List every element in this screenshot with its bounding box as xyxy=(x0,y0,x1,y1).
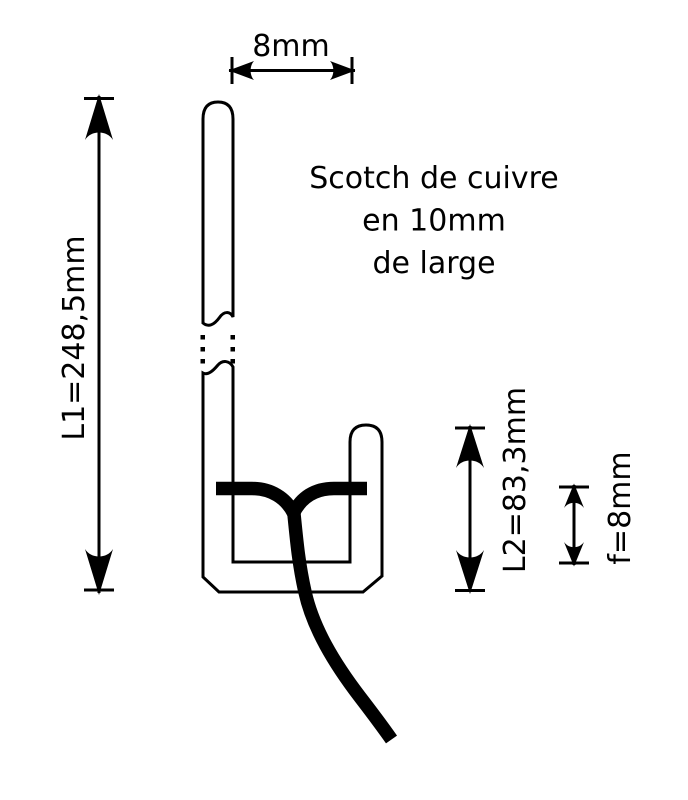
gap-dim-arrowheads xyxy=(228,61,356,80)
break-dot xyxy=(230,359,235,364)
cable-right-arm xyxy=(287,481,367,517)
dim-l2-label: L2=83,3mm xyxy=(498,387,533,573)
annotation-title: Scotch de cuivre en 10mm de large xyxy=(309,161,558,281)
title-line-2: en 10mm xyxy=(362,204,506,239)
arrowhead-right xyxy=(330,61,356,80)
break-dots xyxy=(200,335,235,364)
break-dot xyxy=(230,347,235,352)
break-dot xyxy=(200,335,205,340)
arrowhead-up xyxy=(564,483,584,508)
arrowhead-down xyxy=(564,542,584,567)
arrowhead-down xyxy=(456,550,484,594)
dimension-feed: f=8mm xyxy=(559,451,638,567)
title-line-3: de large xyxy=(372,246,495,281)
break-dot xyxy=(230,335,235,340)
dimension-gap-8mm: 8mm xyxy=(228,29,356,84)
cable-lead xyxy=(286,508,398,744)
dim-feed-label: f=8mm xyxy=(603,451,638,564)
tape-lower-fold xyxy=(201,360,384,594)
coax-cable xyxy=(216,481,398,744)
arrowhead-down xyxy=(85,549,113,595)
dimension-l2: L2=83,3mm xyxy=(455,387,533,594)
dimension-l1: L1=248,5mm xyxy=(57,94,114,595)
break-dot xyxy=(200,347,205,352)
tape-long-strip-upper xyxy=(201,100,235,327)
arrowhead-up xyxy=(456,424,484,468)
l1-dim-arrowheads xyxy=(85,94,113,595)
dim-gap-label: 8mm xyxy=(252,29,330,64)
dim-l1-label: L1=248,5mm xyxy=(57,235,92,440)
arrowhead-up xyxy=(85,94,113,140)
break-dot xyxy=(200,359,205,364)
l2-dim-arrowheads xyxy=(456,424,484,594)
arrowhead-left xyxy=(228,61,254,80)
copper-tape-shape xyxy=(201,100,384,594)
feed-dim-arrowheads xyxy=(564,483,584,567)
title-line-1: Scotch de cuivre xyxy=(309,161,558,196)
